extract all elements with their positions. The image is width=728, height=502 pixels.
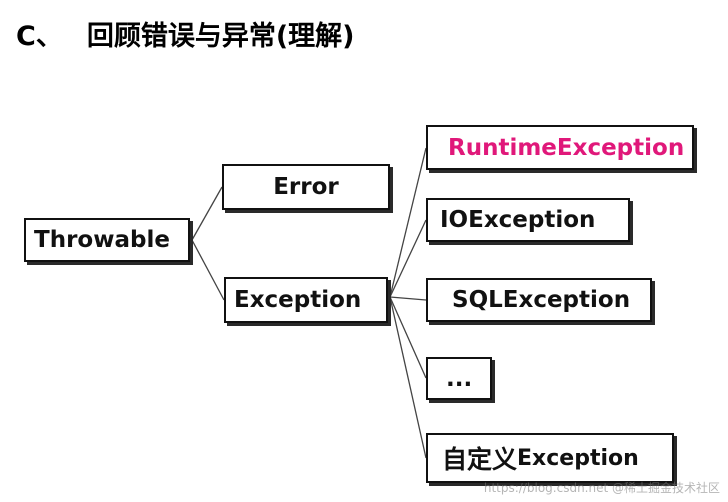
connector-exception-runtime xyxy=(389,147,427,298)
connector-throwable-exception xyxy=(191,239,225,301)
node-exception-label: Exception xyxy=(234,287,362,313)
title-text: 回顾错误与异常(理解) xyxy=(86,21,355,52)
connector-exception-io xyxy=(389,219,427,298)
node-throwable: Throwable xyxy=(24,218,190,262)
node-throwable-label: Throwable xyxy=(34,227,170,253)
node-runtime-exception-label: RuntimeException xyxy=(448,134,685,161)
node-exception: Exception xyxy=(224,277,388,323)
node-io-exception-label: IOException xyxy=(440,207,596,233)
node-error: Error xyxy=(222,164,390,210)
node-sql-exception-label: SQLException xyxy=(452,287,631,313)
title-prefix: C、 xyxy=(16,21,63,52)
node-ellipsis-label: ... xyxy=(446,365,473,392)
slide-title: C、回顾错误与异常(理解) xyxy=(16,14,355,53)
node-sql-exception: SQLException xyxy=(426,278,652,322)
node-runtime-exception: RuntimeException xyxy=(426,125,694,170)
node-io-exception: IOException xyxy=(426,198,630,242)
connector-exception-ellipsis xyxy=(389,296,427,379)
node-ellipsis: ... xyxy=(426,357,492,400)
node-error-label: Error xyxy=(273,174,339,200)
node-custom-exception-en: Exception xyxy=(517,445,639,471)
connector-exception-sql xyxy=(389,296,427,301)
node-custom-exception-cn: 自定义 xyxy=(442,445,518,474)
connector-throwable-error xyxy=(191,186,223,241)
watermark: https://blog.csdn.net @稀土掘金技术社区 xyxy=(483,481,720,495)
connector-exception-custom xyxy=(389,296,427,459)
